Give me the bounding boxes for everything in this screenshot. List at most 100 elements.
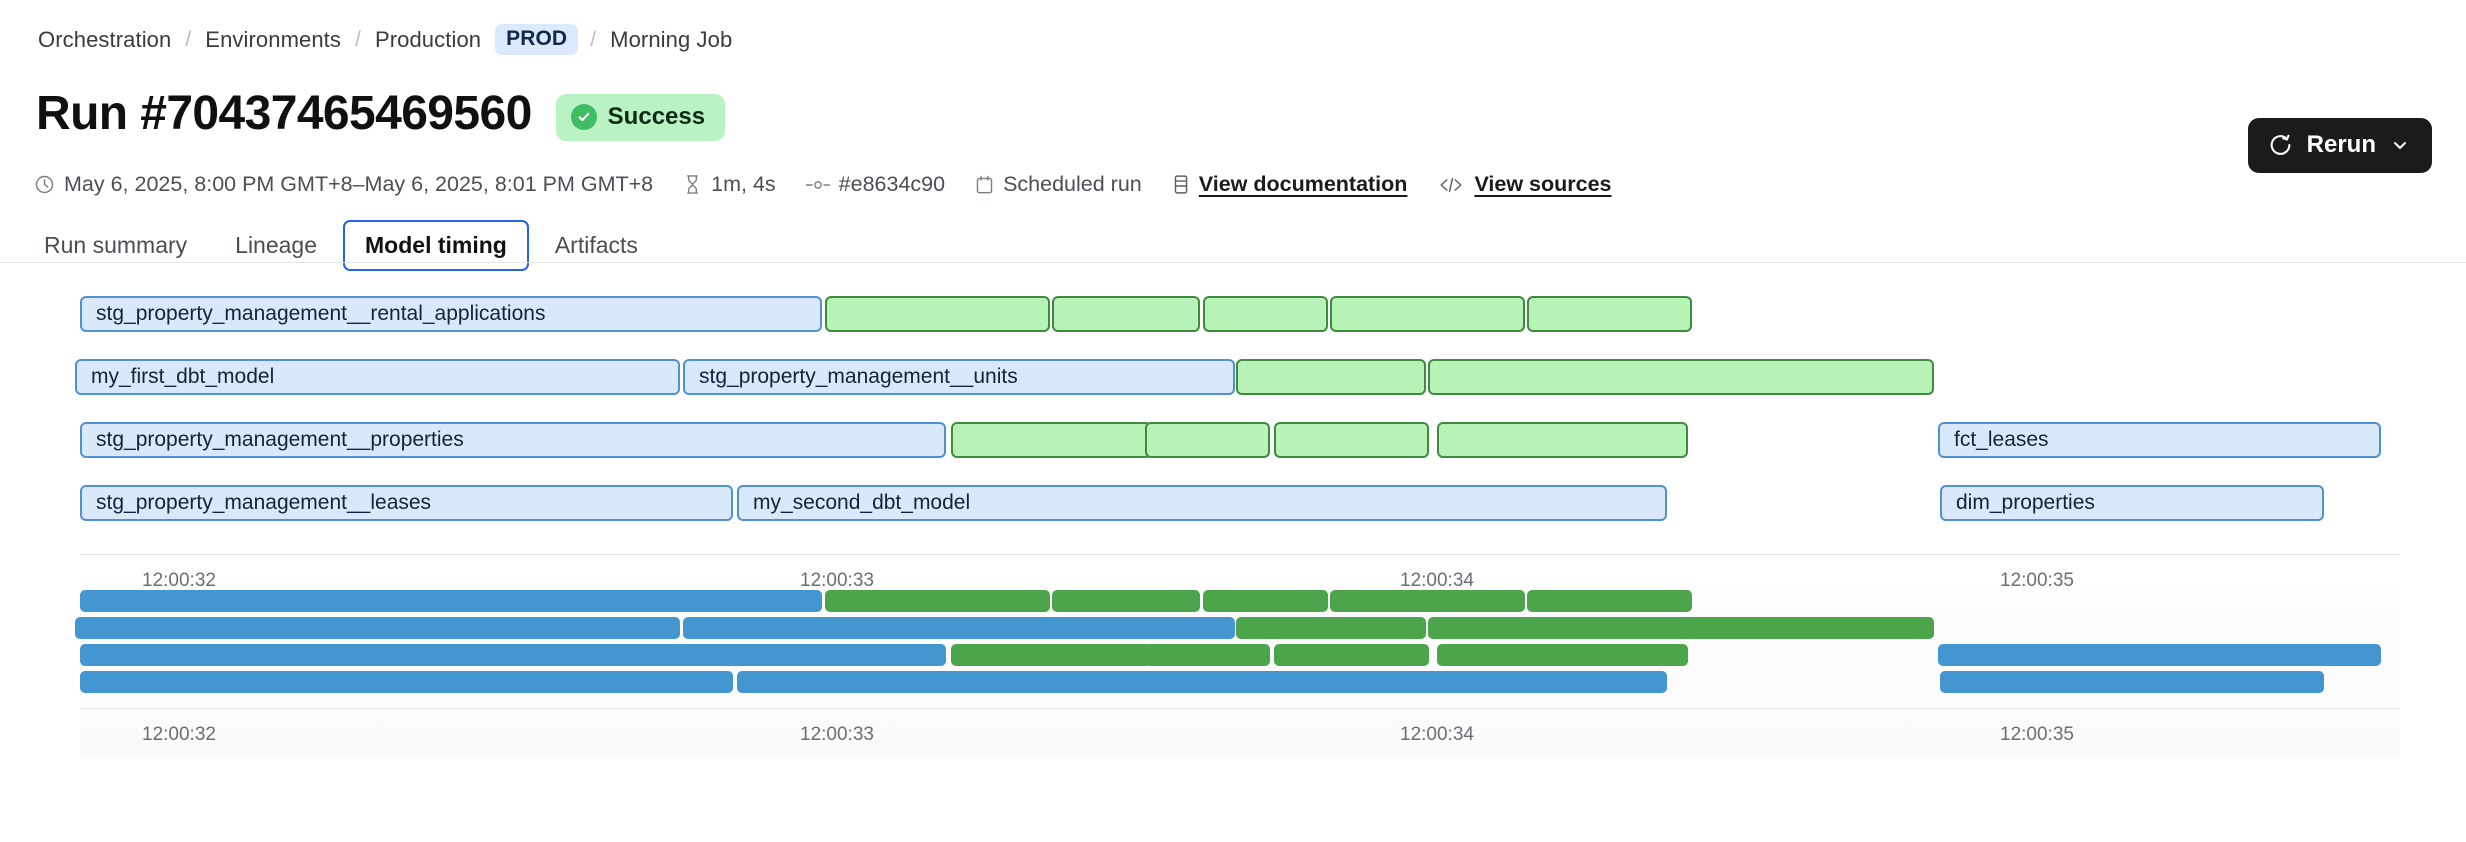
- time-axis-tick: 12:00:34: [1400, 570, 1474, 591]
- gantt-bar-test[interactable]: [1052, 590, 1200, 612]
- meta-commit: #e8634c90: [805, 172, 946, 197]
- meta-trigger: Scheduled run: [975, 172, 1142, 197]
- gantt-bar-test[interactable]: [1437, 422, 1688, 458]
- refresh-icon: [2268, 133, 2293, 158]
- meta-duration: 1m, 4s: [683, 172, 776, 197]
- gantt-bar-label: my_second_dbt_model: [753, 491, 971, 514]
- breadcrumb: Orchestration / Environments / Productio…: [36, 24, 734, 55]
- breadcrumb-separator: /: [355, 27, 361, 51]
- tab-lineage[interactable]: Lineage: [235, 232, 318, 258]
- gantt-bar-label: stg_property_management__rental_applicat…: [96, 302, 546, 325]
- gantt-bar-model[interactable]: stg_property_management__rental_applicat…: [80, 296, 822, 332]
- gantt-bar-model[interactable]: stg_property_management__leases: [80, 485, 733, 521]
- time-axis-tick: 12:00:35: [2000, 724, 2074, 745]
- gantt-bar-test[interactable]: [1527, 590, 1692, 612]
- gantt-bar-test[interactable]: [1330, 296, 1525, 332]
- breadcrumb-item-morning-job[interactable]: Morning Job: [610, 26, 733, 52]
- code-icon: [1437, 175, 1465, 195]
- hourglass-icon: [683, 174, 702, 195]
- gantt-bar-test[interactable]: [1428, 359, 1934, 395]
- time-axis-tick: 12:00:33: [800, 724, 874, 745]
- gantt-row: [0, 671, 2466, 693]
- model-timing-overview-chart[interactable]: 12:00:32 12:00:33 12:00:34 12:00:35: [0, 586, 2466, 756]
- tab-model-timing[interactable]: Model timing: [343, 220, 529, 271]
- gantt-bar-test[interactable]: [80, 671, 733, 693]
- meta-commit-text: #e8634c90: [838, 172, 946, 196]
- rerun-button[interactable]: Rerun: [2247, 118, 2432, 173]
- book-icon: [1172, 174, 1190, 195]
- gantt-bar-test[interactable]: [1274, 644, 1429, 666]
- gantt-bar-label: stg_property_management__properties: [96, 428, 464, 451]
- gantt-bar-test[interactable]: [951, 644, 1152, 666]
- time-axis-tick: 12:00:34: [1400, 724, 1474, 745]
- gantt-bar-test[interactable]: [1052, 296, 1200, 332]
- clock-icon: [34, 174, 55, 195]
- gantt-bar-test[interactable]: [825, 296, 1050, 332]
- gantt-bar-test[interactable]: [1203, 590, 1328, 612]
- meta-timerange-text: May 6, 2025, 8:00 PM GMT+8–May 6, 2025, …: [64, 172, 654, 196]
- meta-documentation[interactable]: View documentation: [1172, 172, 1408, 197]
- gantt-bar-model[interactable]: stg_property_management__units: [683, 359, 1235, 395]
- check-circle-icon: [570, 104, 597, 130]
- gantt-bar-test[interactable]: [1437, 644, 1688, 666]
- model-timing-detail-chart[interactable]: stg_property_management__rental_applicat…: [0, 286, 2466, 591]
- gantt-bar-test[interactable]: [951, 422, 1152, 458]
- breadcrumb-item-production[interactable]: Production: [374, 26, 482, 52]
- gantt-row: stg_property_management__properties fct_l…: [0, 422, 2466, 458]
- time-axis-tick: 12:00:32: [142, 724, 216, 745]
- gantt-bar-test[interactable]: [825, 590, 1050, 612]
- gantt-bar-test[interactable]: [1940, 671, 2324, 693]
- run-metadata: May 6, 2025, 8:00 PM GMT+8–May 6, 2025, …: [34, 172, 1641, 197]
- gantt-bar-test[interactable]: [737, 671, 1667, 693]
- gantt-bar-test[interactable]: [80, 644, 946, 666]
- breadcrumb-separator: /: [185, 27, 192, 51]
- gantt-bar-test[interactable]: [1428, 617, 1934, 639]
- meta-duration-text: 1m, 4s: [711, 172, 776, 196]
- status-badge: Success: [555, 94, 726, 141]
- gantt-bar-label: dim_properties: [1956, 491, 2095, 514]
- title-row: Run #70437465469560 Success: [36, 87, 726, 141]
- page-title: Run #70437465469560: [36, 87, 532, 141]
- gantt-bar-model[interactable]: dim_properties: [1940, 485, 2324, 521]
- time-axis-line: [80, 708, 2400, 709]
- gantt-bar-test[interactable]: [1330, 590, 1525, 612]
- tab-run-summary[interactable]: Run summary: [44, 232, 188, 258]
- view-documentation-link[interactable]: View documentation: [1198, 172, 1408, 196]
- gantt-bar-model[interactable]: my_first_dbt_model: [75, 359, 680, 395]
- meta-sources[interactable]: View sources: [1437, 172, 1611, 197]
- gantt-bar-test[interactable]: [1145, 644, 1270, 666]
- gantt-row: [0, 590, 2466, 612]
- gantt-bar-test[interactable]: [75, 617, 680, 639]
- gantt-row: stg_property_management__leases my_second…: [0, 485, 2466, 521]
- gantt-bar-test[interactable]: [1203, 296, 1328, 332]
- view-sources-link[interactable]: View sources: [1474, 172, 1612, 196]
- gantt-bar-test[interactable]: [1527, 296, 1692, 332]
- time-axis-tick: 12:00:35: [2000, 570, 2074, 591]
- gantt-bar-test[interactable]: [1145, 422, 1270, 458]
- gantt-row: [0, 644, 2466, 666]
- calendar-icon: [975, 175, 994, 195]
- gantt-bar-label: fct_leases: [1954, 428, 2049, 451]
- chevron-down-icon[interactable]: [2390, 135, 2410, 155]
- commit-icon: [805, 176, 830, 194]
- rerun-label: Rerun: [2306, 131, 2376, 158]
- gantt-bar-test[interactable]: [1274, 422, 1429, 458]
- time-axis-tick: 12:00:32: [142, 570, 216, 591]
- breadcrumb-item-environments[interactable]: Environments: [205, 26, 341, 52]
- environment-badge-prod: PROD: [495, 24, 579, 55]
- gantt-bar-model[interactable]: my_second_dbt_model: [737, 485, 1667, 521]
- gantt-row: stg_property_management__rental_applicat…: [0, 296, 2466, 332]
- tab-artifacts[interactable]: Artifacts: [554, 232, 638, 258]
- breadcrumb-item-orchestration[interactable]: Orchestration: [38, 26, 172, 52]
- gantt-bar-test[interactable]: [80, 590, 822, 612]
- gantt-bar-label: stg_property_management__leases: [96, 491, 432, 514]
- gantt-bar-test[interactable]: [1236, 359, 1426, 395]
- gantt-bar-model[interactable]: fct_leases: [1938, 422, 2381, 458]
- model-timing-charts: stg_property_management__rental_applicat…: [0, 286, 2466, 756]
- gantt-bar-test[interactable]: [683, 617, 1235, 639]
- breadcrumb-separator: /: [590, 27, 597, 51]
- gantt-bar-model[interactable]: stg_property_management__properties: [80, 422, 946, 458]
- gantt-bar-test[interactable]: [1938, 644, 2381, 666]
- gantt-bar-test[interactable]: [1236, 617, 1426, 639]
